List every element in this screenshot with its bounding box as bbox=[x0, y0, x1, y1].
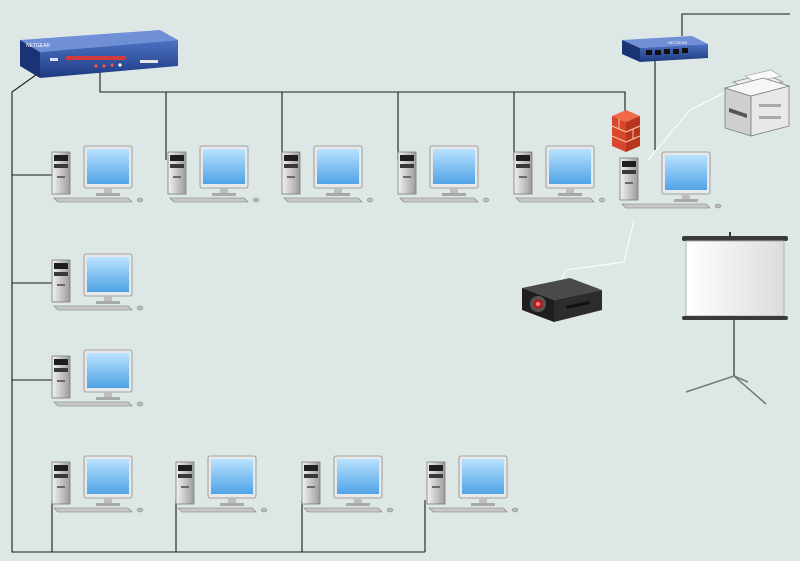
router-hub: NETGEAR bbox=[20, 30, 178, 78]
projection-screen bbox=[682, 232, 788, 405]
network-cable bbox=[99, 66, 626, 112]
keyboard bbox=[53, 507, 133, 513]
peripheral-link bbox=[647, 91, 727, 161]
computer-tower bbox=[51, 461, 71, 505]
monitor bbox=[83, 455, 133, 506]
workstation bbox=[167, 145, 260, 203]
mouse bbox=[136, 305, 144, 311]
monitor-screen bbox=[549, 149, 591, 184]
mouse bbox=[511, 507, 519, 513]
monitor bbox=[661, 151, 711, 202]
workstation bbox=[301, 455, 394, 513]
monitor bbox=[458, 455, 508, 506]
computer-tower bbox=[426, 461, 446, 505]
monitor-screen bbox=[203, 149, 245, 184]
computer-tower bbox=[281, 151, 301, 195]
hub-brand-label: NETGEAR bbox=[26, 43, 51, 49]
monitor bbox=[545, 145, 595, 196]
mouse bbox=[598, 197, 606, 203]
network-switch: NETGEAR bbox=[622, 36, 708, 62]
workstation bbox=[513, 145, 606, 203]
workstation bbox=[175, 455, 268, 513]
monitor bbox=[333, 455, 383, 506]
monitor-screen bbox=[317, 149, 359, 184]
keyboard bbox=[53, 305, 133, 311]
keyboard bbox=[53, 401, 133, 407]
keyboard bbox=[399, 197, 479, 203]
mouse bbox=[260, 507, 268, 513]
network-cable bbox=[681, 13, 790, 36]
monitor-screen bbox=[211, 459, 253, 494]
network-cables bbox=[11, 13, 790, 553]
switch-brand-label: NETGEAR bbox=[668, 40, 687, 45]
monitor bbox=[207, 455, 257, 506]
computer-tower bbox=[513, 151, 533, 195]
keyboard bbox=[169, 197, 249, 203]
mouse bbox=[386, 507, 394, 513]
keyboard bbox=[428, 507, 508, 513]
mouse bbox=[366, 197, 374, 203]
computer-tower bbox=[167, 151, 187, 195]
mouse bbox=[136, 401, 144, 407]
keyboard bbox=[303, 507, 383, 513]
computer-tower bbox=[619, 157, 639, 201]
mouse bbox=[482, 197, 490, 203]
monitor bbox=[429, 145, 479, 196]
keyboard bbox=[515, 197, 595, 203]
computer-tower bbox=[51, 355, 71, 399]
monitor bbox=[83, 349, 133, 400]
computer-tower bbox=[397, 151, 417, 195]
computer-tower bbox=[51, 151, 71, 195]
workstation bbox=[426, 455, 519, 513]
workstation bbox=[619, 151, 722, 209]
mouse bbox=[714, 203, 722, 209]
workstation bbox=[51, 349, 144, 407]
keyboard bbox=[53, 197, 133, 203]
workstation bbox=[51, 455, 144, 513]
monitor-screen bbox=[87, 257, 129, 292]
monitor-screen bbox=[87, 149, 129, 184]
workstation bbox=[281, 145, 374, 203]
keyboard bbox=[283, 197, 363, 203]
keyboard bbox=[621, 203, 711, 209]
monitor-screen bbox=[87, 459, 129, 494]
workstation bbox=[51, 253, 144, 311]
monitor bbox=[313, 145, 363, 196]
workstations bbox=[51, 145, 722, 513]
monitor bbox=[83, 253, 133, 304]
monitor-screen bbox=[665, 155, 707, 190]
monitor-screen bbox=[433, 149, 475, 184]
monitor bbox=[199, 145, 249, 196]
workstation bbox=[397, 145, 490, 203]
computer-tower bbox=[51, 259, 71, 303]
monitor-screen bbox=[87, 353, 129, 388]
projector bbox=[522, 278, 602, 322]
monitor bbox=[83, 145, 133, 196]
computer-tower bbox=[301, 461, 321, 505]
firewall bbox=[611, 110, 641, 152]
peripheral-link bbox=[559, 219, 635, 283]
keyboard bbox=[177, 507, 257, 513]
computer-tower bbox=[175, 461, 195, 505]
mouse bbox=[136, 507, 144, 513]
mouse bbox=[252, 197, 260, 203]
workstation bbox=[51, 145, 144, 203]
monitor-screen bbox=[462, 459, 504, 494]
printer bbox=[723, 69, 791, 137]
monitor-screen bbox=[337, 459, 379, 494]
network-cable bbox=[11, 71, 425, 553]
mouse bbox=[136, 197, 144, 203]
